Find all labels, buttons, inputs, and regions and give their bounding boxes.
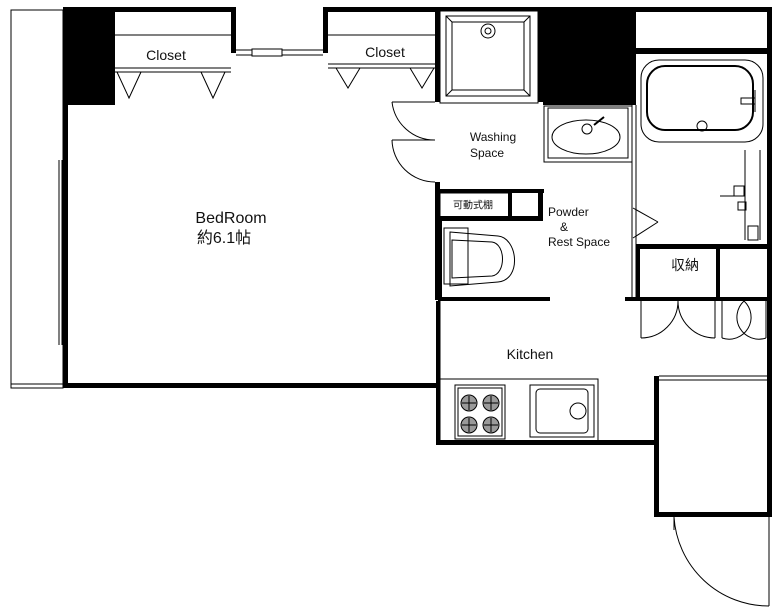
storage: 収納: [636, 244, 772, 340]
movable-shelf-label: 可動式棚: [453, 199, 493, 212]
balcony: [10, 9, 64, 389]
shower-faucet-icon: [720, 150, 761, 241]
powder-rest-space: Powder & Rest Space: [438, 105, 659, 301]
washing-space: Washing Space 可動式棚: [435, 7, 544, 221]
bedroom-walls: [63, 7, 440, 388]
bedroom-area-label: 約6.1帖: [197, 229, 251, 247]
bathtub-icon: [640, 59, 764, 143]
washing-space-label-1: Washing: [470, 130, 516, 144]
toilet-icon: [443, 227, 515, 287]
bedroom-door: [391, 101, 436, 183]
washing-space-label-2: Space: [470, 146, 504, 160]
powder-label-3: Rest Space: [548, 235, 610, 249]
kitchen: Kitchen: [436, 300, 772, 516]
closet-2: Closet: [328, 34, 435, 89]
structural-column: [543, 7, 636, 105]
powder-label-1: Powder: [548, 205, 589, 219]
sink-icon: [547, 107, 629, 159]
entrance-door: [673, 516, 770, 607]
bathroom: [636, 7, 772, 297]
stove-icon: [454, 384, 506, 440]
bedroom-label: BedRoom: [195, 210, 266, 227]
closet-1: Closet: [115, 34, 231, 100]
powder-label-2: &: [560, 220, 568, 234]
closet-2-label: Closet: [365, 44, 405, 60]
closet-1-label: Closet: [146, 47, 186, 63]
kitchen-label: Kitchen: [507, 346, 554, 362]
washing-machine-pan-icon: [445, 15, 531, 97]
entrance: [654, 512, 772, 607]
kitchen-sink-icon: [529, 384, 595, 438]
storage-label: 収納: [671, 257, 699, 273]
